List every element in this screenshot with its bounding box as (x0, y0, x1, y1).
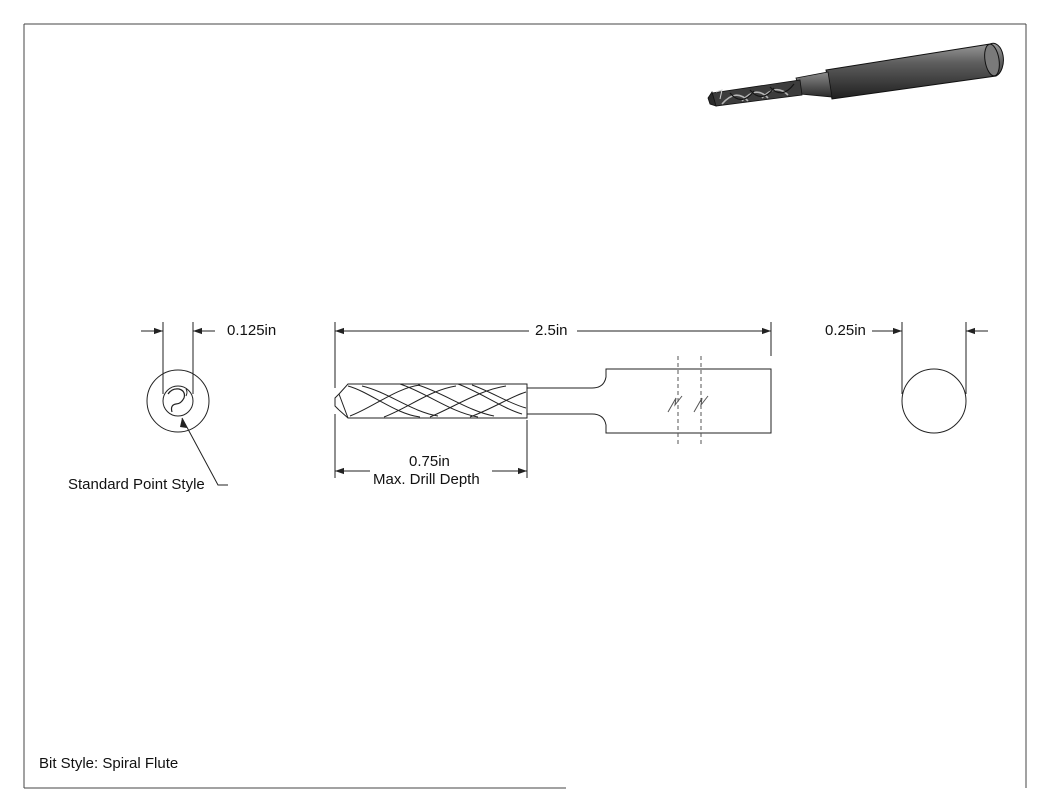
drill-depth-caption-label: Max. Drill Depth (373, 471, 480, 488)
drill-depth-dimension (334, 414, 528, 478)
point-style-callout: Standard Point Style (68, 476, 205, 493)
drill-bit-3d-render (707, 42, 1004, 107)
point-style-leader (181, 417, 228, 486)
shank-end-view (901, 368, 967, 434)
point-end-view (146, 369, 210, 433)
shank-diameter-dimension (872, 322, 988, 394)
overall-length-dimension (334, 322, 772, 388)
bit-style-note: Bit Style: Spiral Flute (39, 755, 179, 772)
shank-break-symbol (667, 395, 709, 413)
drill-depth-value-label: 0.75in (409, 453, 450, 470)
drill-side-view (334, 368, 772, 434)
point-diameter-dimension (141, 322, 215, 394)
point-diameter-label: 0.125in (227, 322, 277, 339)
shank-diameter-label: 0.25in (825, 322, 866, 339)
overall-length-label: 2.5in (535, 322, 568, 339)
point-style-leader-arrow (180, 418, 187, 428)
sheet-border (23, 23, 1027, 789)
